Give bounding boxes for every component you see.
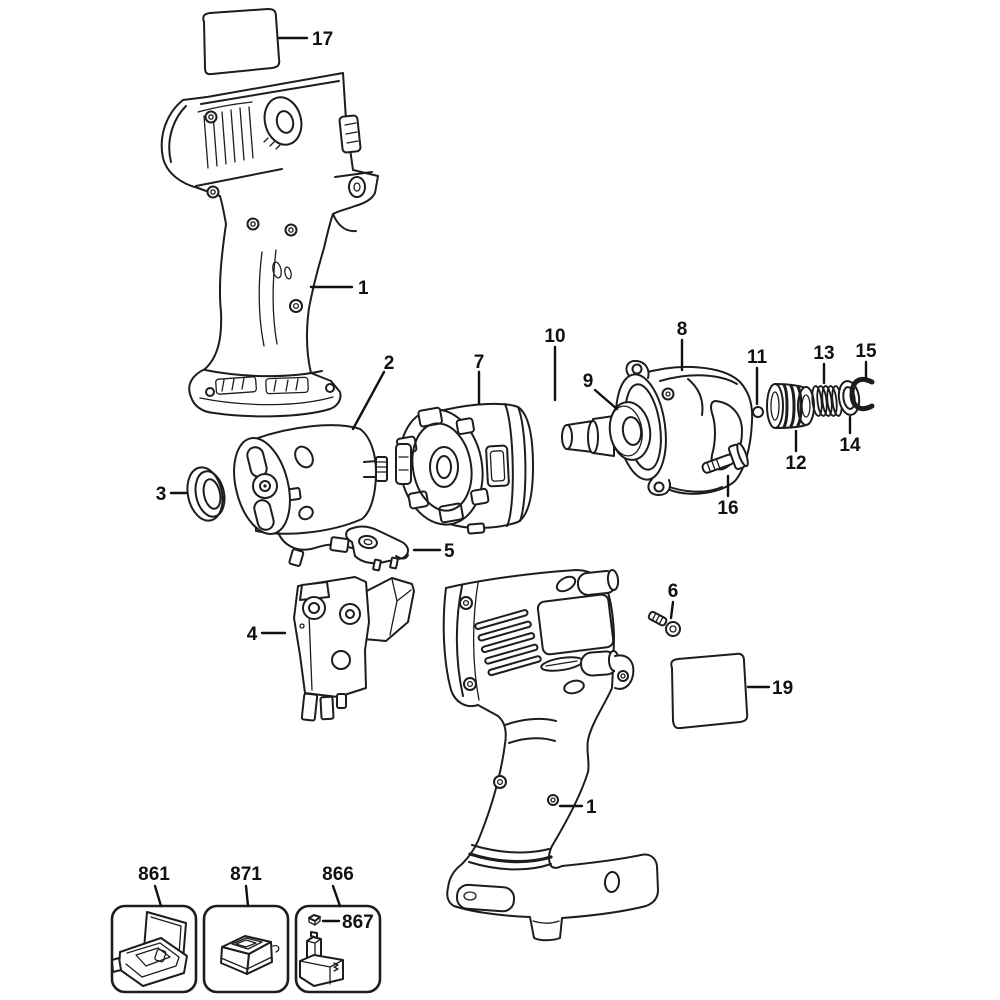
callout-8-number: 8	[677, 319, 688, 340]
callout-867: 867	[321, 912, 374, 933]
callout-10-number: 10	[544, 326, 565, 347]
callout-1-top-number: 1	[358, 278, 369, 299]
callout-16: 16	[717, 474, 739, 519]
callout-867-number: 867	[342, 912, 374, 933]
callout-17-number: 17	[312, 29, 333, 50]
callout-10: 10	[544, 326, 566, 402]
part-lock-lever	[345, 525, 409, 572]
callout-14-number: 14	[839, 435, 861, 456]
callout-1-bottom-number: 1	[586, 797, 597, 818]
callout-13-number: 13	[813, 343, 834, 364]
part-housing-half-interior	[160, 72, 379, 418]
part-nameplate-label-top	[202, 8, 281, 76]
part-hammer-case-screw	[701, 442, 749, 474]
callout-13: 13	[813, 343, 835, 385]
part-detent-ball	[752, 406, 764, 418]
callout-866: 866	[322, 864, 354, 908]
part-motor	[233, 424, 388, 567]
callout-7: 7	[474, 352, 485, 405]
callout-4-number: 4	[247, 624, 258, 645]
callout-866-number: 866	[322, 864, 354, 885]
callout-17: 17	[277, 29, 333, 50]
callout-8: 8	[677, 319, 688, 372]
callout-3: 3	[156, 484, 188, 505]
callout-871-number: 871	[230, 864, 262, 885]
part-nameplate-label-side	[670, 652, 749, 730]
charger-871	[202, 904, 290, 994]
callout-3-number: 3	[156, 484, 167, 505]
callout-12: 12	[785, 429, 807, 474]
callout-15-number: 15	[855, 341, 877, 362]
callouts: 17 1 2 3 7 10 9 8	[138, 29, 877, 933]
callout-2-number: 2	[384, 353, 395, 374]
callout-2: 2	[351, 353, 395, 431]
callout-6: 6	[668, 581, 679, 620]
callout-1-top: 1	[309, 278, 369, 299]
callout-5-number: 5	[444, 541, 455, 562]
part-anvil	[561, 401, 652, 461]
callout-6-number: 6	[668, 581, 679, 602]
callout-14: 14	[839, 415, 861, 456]
callout-15: 15	[855, 341, 877, 379]
callout-12-number: 12	[785, 453, 806, 474]
battery-pack-866	[294, 904, 382, 994]
part-collar	[766, 383, 815, 429]
callout-16-number: 16	[717, 498, 738, 519]
callout-1-bottom: 1	[558, 797, 597, 818]
callout-9: 9	[583, 371, 619, 411]
callout-5: 5	[412, 541, 455, 562]
kit-box-861	[110, 904, 198, 994]
callout-11: 11	[747, 347, 768, 406]
part-motor-end-cap	[186, 466, 226, 522]
callout-19: 19	[746, 678, 793, 699]
part-gear-case-assembly	[395, 402, 534, 535]
callout-7-number: 7	[474, 352, 485, 373]
part-housing-half-exterior	[442, 569, 659, 942]
part-battery-cap	[308, 914, 321, 926]
callout-11-number: 11	[747, 347, 768, 368]
part-washer	[837, 380, 861, 416]
part-spring	[811, 385, 843, 417]
part-retaining-ring	[849, 376, 875, 412]
callout-9-number: 9	[583, 371, 594, 392]
callout-19-number: 19	[772, 678, 793, 699]
callout-861: 861	[138, 864, 170, 908]
callout-871: 871	[230, 864, 262, 908]
callout-861-number: 861	[138, 864, 170, 885]
part-housing-screw	[647, 610, 681, 637]
part-switch-assembly	[293, 576, 415, 722]
callout-4: 4	[247, 624, 287, 645]
